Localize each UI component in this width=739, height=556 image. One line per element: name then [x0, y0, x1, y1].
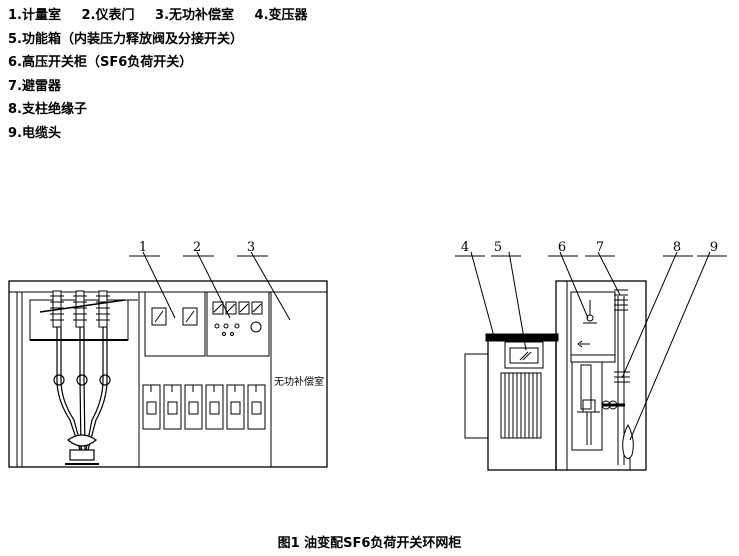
- instrument-meter-4: [251, 301, 263, 315]
- component-legend: 1.计量室 2.仪表门 3.无功补偿室 4.变压器 5.功能箱（内装压力释放阀及…: [8, 4, 308, 145]
- callout-9: 9: [710, 240, 718, 255]
- figure-caption: 图1 油变配SF6负荷开关环网柜: [277, 536, 462, 551]
- legend-item-9: 9.电缆头: [8, 125, 61, 141]
- leader-6: [559, 251, 589, 319]
- cabinet-outline-front: [8, 280, 328, 468]
- leader-1: [142, 251, 176, 319]
- sf6-switch-panel: [570, 291, 616, 363]
- function-box: [504, 341, 544, 369]
- indicator-lamp-2: [223, 323, 229, 329]
- leader-7: [597, 251, 621, 296]
- legend-item-5: 5.功能箱（内装压力释放阀及分接开关）: [8, 31, 243, 47]
- legend-item-6: 6.高压开关柜（SF6负荷开关）: [8, 55, 193, 70]
- meter-window-1: [151, 307, 167, 326]
- leader-5: [508, 251, 527, 351]
- leader-8: [621, 251, 678, 379]
- leader-9: [629, 251, 711, 441]
- transformer-side-fin: [464, 353, 489, 439]
- indicator-lamp-3: [234, 323, 240, 329]
- leader-2: [196, 251, 231, 319]
- switchgear-cabinet: [555, 280, 647, 471]
- cable-feeders: [53, 327, 111, 465]
- side-view: [455, 251, 727, 471]
- arrester-2: [73, 290, 87, 328]
- instrument-meter-2: [225, 301, 237, 315]
- leader-3: [250, 251, 291, 321]
- arrester-3: [96, 290, 110, 328]
- metering-panel: [144, 291, 206, 357]
- instrument-door: [206, 291, 270, 357]
- callout-6: 6: [558, 240, 566, 255]
- cable-head: [622, 423, 634, 459]
- legend-line-1: 1.计量室 2.仪表门 3.无功补偿室 4.变压器: [8, 4, 308, 28]
- callout-4: 4: [461, 240, 469, 255]
- leader-4: [470, 251, 496, 341]
- legend-item-3: 3.无功补偿室: [155, 8, 235, 23]
- callout-3: 3: [247, 240, 255, 255]
- transformer-tank: [487, 339, 557, 471]
- legend-item-1: 1.计量室: [8, 8, 61, 23]
- callout-5: 5: [494, 240, 502, 255]
- instrument-meter-1: [212, 301, 224, 315]
- callout-8: 8: [673, 240, 681, 255]
- arrester-side: [614, 289, 628, 311]
- transformer-lid: [485, 333, 559, 342]
- callout-1: 1: [139, 240, 147, 255]
- indicator-lamp-1: [214, 323, 220, 329]
- callout-2: 2: [193, 240, 201, 255]
- compensation-room-label: 无功补偿室: [274, 375, 324, 388]
- meter-window-2: [182, 307, 198, 326]
- legend-item-2: 2.仪表门: [81, 8, 135, 23]
- capacitor-switches: [142, 384, 266, 430]
- legend-item-8: 8.支柱绝缘子: [8, 102, 87, 117]
- selector-switch: [250, 321, 262, 333]
- callout-7: 7: [596, 240, 604, 255]
- instrument-meter-3: [238, 301, 250, 315]
- legend-item-7: 7.避雷器: [8, 78, 61, 94]
- front-view: [8, 251, 328, 468]
- legend-item-4: 4.变压器: [254, 8, 308, 23]
- hv-insulators: [29, 290, 138, 341]
